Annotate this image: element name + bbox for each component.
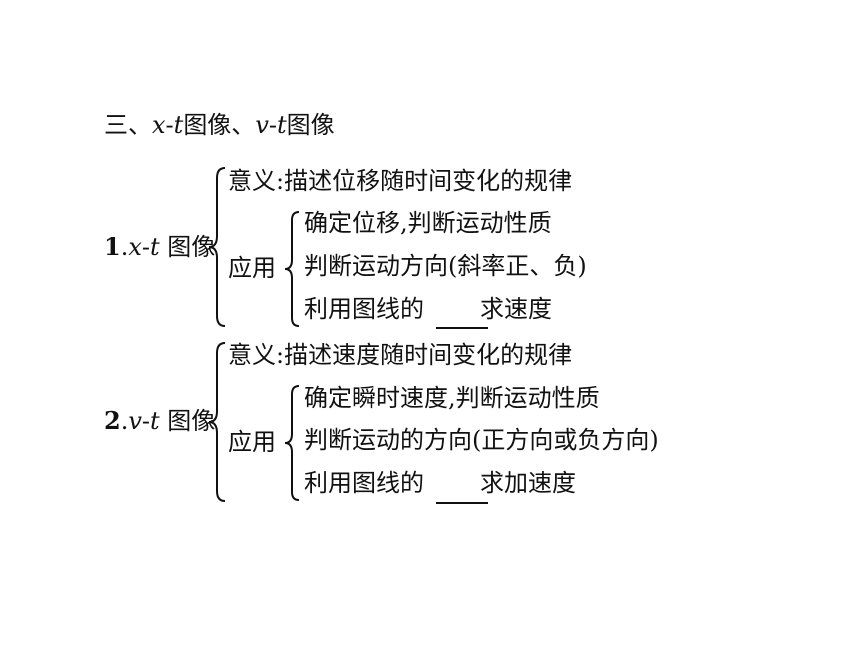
xt-outer-brace <box>208 167 226 327</box>
vt-dash: - <box>141 407 151 435</box>
xt-block-title: 1.x-t 图像 <box>104 232 215 262</box>
vt-block-title: 2.v-t 图像 <box>104 406 215 436</box>
heading-xt-suffix: 图像、 <box>183 111 256 139</box>
xt-application-3: 利用图线的 求速度 <box>304 294 552 324</box>
xt-var-t: t <box>150 233 160 261</box>
vt-application-1: 确定瞬时速度,判断运动性质 <box>304 384 600 412</box>
vt-app3-before: 利用图线的 <box>304 469 424 497</box>
xt-dot: . <box>120 233 129 261</box>
xt-application-1: 确定位移,判断运动性质 <box>304 209 552 237</box>
heading-vt-t: t <box>276 111 287 139</box>
heading-prefix: 三、 <box>104 111 152 139</box>
section-heading: 三、x-t图像、v-t图像 <box>104 110 335 140</box>
vt-blank-underline <box>436 502 488 504</box>
xt-number: 1 <box>104 232 121 261</box>
vt-meaning: 意义:描述速度随时间变化的规律 <box>228 341 573 369</box>
xt-inner-brace <box>284 211 300 327</box>
vt-application-2: 判断运动的方向(正方向或负方向) <box>304 426 659 454</box>
vt-var-v: v <box>128 407 142 435</box>
xt-blank-underline <box>436 327 488 329</box>
xt-application-2: 判断运动方向(斜率正、负) <box>304 252 587 280</box>
xt-var-x: x <box>128 233 142 261</box>
xt-label: 图像 <box>159 233 216 261</box>
vt-outer-brace <box>208 342 226 502</box>
vt-app3-after: 求加速度 <box>480 469 576 497</box>
xt-dash: - <box>141 233 150 261</box>
vt-application-label: 应用 <box>228 428 276 456</box>
heading-vt-v: v <box>255 111 269 139</box>
vt-var-t: t <box>150 407 160 435</box>
vt-dot: . <box>120 407 129 435</box>
xt-application-label: 应用 <box>228 254 276 282</box>
xt-meaning: 意义:描述位移随时间变化的规律 <box>228 167 573 195</box>
xt-app3-after: 求速度 <box>480 295 552 323</box>
heading-vt-dash: - <box>268 111 277 139</box>
heading-xt-t: t <box>173 111 184 139</box>
vt-inner-brace <box>284 385 300 501</box>
vt-number: 2 <box>104 406 121 435</box>
heading-xt-dash: - <box>165 111 174 139</box>
heading-xt-x: x <box>152 111 166 139</box>
xt-app3-before: 利用图线的 <box>304 295 424 323</box>
vt-application-3: 利用图线的 求加速度 <box>304 468 576 498</box>
vt-label: 图像 <box>159 407 216 435</box>
heading-vt-suffix: 图像 <box>286 111 335 139</box>
